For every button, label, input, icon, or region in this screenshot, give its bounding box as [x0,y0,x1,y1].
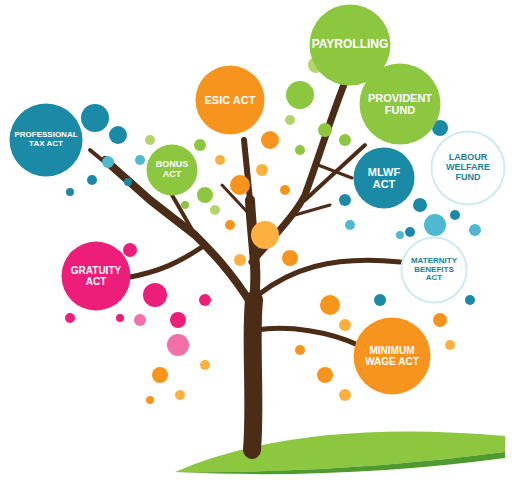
topic-label: LABOUR WELFARE FUND [440,153,496,183]
decor-dot [225,220,235,230]
topic-label: MINIMUM WAGE ACT [361,345,423,367]
circle-fill [402,238,467,303]
decor-dot [339,319,351,331]
circle-fill [196,66,265,135]
topic-label: PAYROLLING [312,38,389,51]
decor-dots [65,57,481,404]
topic-label: GRATUITY ACT [66,265,126,287]
decor-dot [145,135,155,145]
topic-circle: PROFESSIONAL TAX ACT [8,102,84,178]
topic-circle: ESIC ACT [194,64,266,136]
decor-dot [450,210,460,220]
topic-circle: PROVIDENT FUND [358,62,442,146]
decor-dot [124,178,132,186]
branch [256,328,358,345]
decor-dot [215,155,225,165]
decor-dot [469,224,481,236]
topic-label: MATERNITY BENEFITS ACT [406,257,462,283]
decor-dot [143,283,167,307]
decor-dot [465,295,475,305]
topic-label: PROVIDENT FUND [363,92,437,116]
decor-dot [280,185,290,195]
decor-dot [152,367,168,383]
decor-dot [170,312,186,328]
circle-fill [360,64,441,145]
topic-circle: GRATUITY ACT [60,240,132,312]
topic-label: PROFESSIONAL TAX ACT [13,131,79,149]
branch [295,205,330,215]
grass [175,432,505,475]
branch [318,165,352,178]
trunk [252,300,254,450]
circle-fill [62,242,131,311]
circle-fill [354,318,431,395]
decor-dot [261,131,279,149]
grass-edge [175,452,505,474]
circle-fill [147,145,198,196]
decor-dot [320,295,340,315]
circle-fill [10,104,83,177]
decor-dot [109,126,127,144]
circle-fill [354,148,415,209]
decor-dot [200,360,210,370]
topic-label: BONUS ACT [152,160,192,180]
decor-dot [230,175,250,195]
decor-dot [251,221,279,249]
topic-circle: BONUS ACT [145,143,199,197]
decor-dot [405,227,415,237]
decor-dot [65,313,75,323]
tree-branches [90,82,400,450]
decor-dot [339,389,351,401]
topic-circle: LABOUR WELFARE FUND [430,130,506,206]
topic-label: MLWF ACT [364,166,404,190]
decor-dot [66,188,74,196]
decor-dot [210,205,220,215]
decor-dot [413,198,427,212]
decor-dot [318,123,332,137]
circle-fill [432,132,505,205]
decor-dot [285,115,295,125]
decor-dot [295,145,305,155]
branch [172,195,195,235]
branch [252,82,345,262]
decor-dot [282,250,298,266]
decor-dot [102,156,114,168]
topic-label: ESIC ACT [205,94,256,106]
decor-dot [134,314,146,326]
decor-dot [194,139,206,151]
decor-dot [339,194,351,206]
topic-circle: MINIMUM WAGE ACT [352,316,432,396]
decor-dot [234,254,246,266]
decor-dot [146,396,154,404]
decor-dot [135,155,145,165]
decor-dot [433,313,447,327]
decor-dot [123,243,137,257]
branch [125,245,205,278]
topic-circle: MLWF ACT [352,146,416,210]
topic-circle: MATERNITY BENEFITS ACT [400,236,468,304]
decor-dot [175,390,185,400]
decor-dot [199,294,211,306]
decor-dot [87,175,97,185]
decor-dot [396,231,404,239]
decor-dot [256,164,268,176]
decor-dot [339,134,351,146]
decor-dot [197,187,213,203]
decor-dot [374,294,386,306]
decor-dot [424,214,446,236]
branch [90,150,150,200]
branch [258,260,400,295]
decor-dot [286,81,314,109]
decor-dot [116,314,124,322]
decor-dot [295,345,305,355]
decor-dot [345,220,355,230]
decor-dot [181,201,189,209]
decor-dot [81,104,109,132]
decor-dot [317,367,333,383]
decor-dot [167,334,189,356]
decor-dot [445,340,455,350]
grass-mound [175,432,505,473]
